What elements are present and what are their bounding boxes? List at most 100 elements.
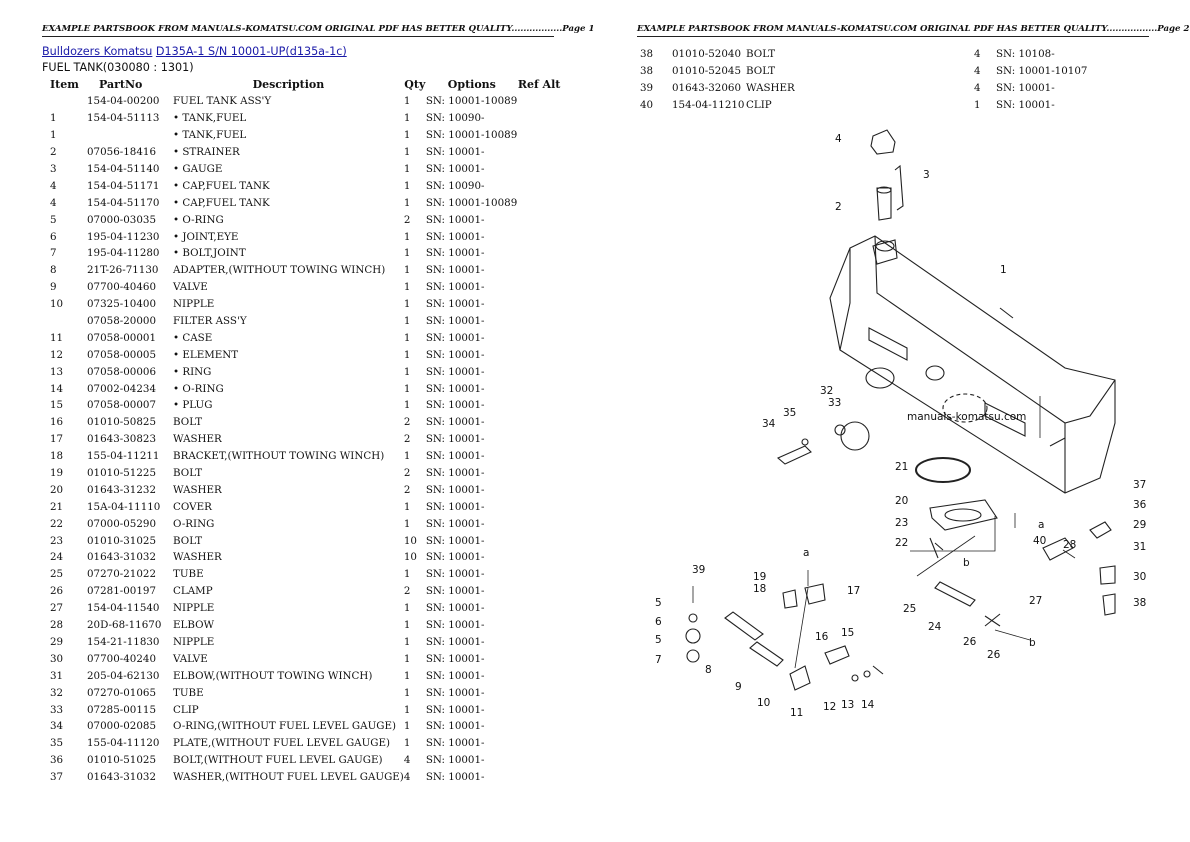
cell-options: SN: 10001-: [425, 467, 485, 480]
callout-label-29: 29: [1133, 519, 1146, 531]
cell-description: O-RING,(WITHOUT FUEL LEVEL GAUGE): [173, 720, 397, 733]
cell-partno: 154-04-00200: [87, 95, 160, 108]
page-1: EXAMPLE PARTSBOOK FROM MANUALS-KOMATSU.C…: [42, 24, 594, 784]
cell-options: SN: 10001-: [425, 247, 485, 260]
callout-label-19: 19: [753, 571, 766, 583]
cell-qty: 4: [403, 771, 411, 784]
cell-options: SN: 10090-: [425, 179, 485, 192]
cell-options: SN: 10090-: [425, 112, 485, 125]
cell-partno: 07058-00007: [87, 399, 156, 412]
cell-item: 2: [50, 146, 57, 159]
diagram-watermark: manuals-komatsu.com: [907, 411, 1026, 423]
cell-qty: 1: [403, 635, 411, 648]
callout-label-33: 33: [828, 397, 841, 409]
col-header-qty: Qty: [404, 78, 426, 91]
callout-label-11: 11: [790, 707, 803, 719]
cell-description: • STRAINER: [173, 146, 240, 159]
callout-label-12: 12: [823, 701, 836, 713]
cell-description: • JOINT,EYE: [173, 230, 239, 243]
cell-description: BOLT,(WITHOUT FUEL LEVEL GAUGE): [173, 754, 383, 767]
callout-label-b: b: [1029, 637, 1036, 649]
callout-label-4: 4: [835, 133, 842, 145]
cell-options: SN: 10001-: [425, 703, 485, 716]
cell-description: ELBOW: [173, 619, 215, 632]
cell-partno: 01010-31025: [87, 534, 156, 547]
cell-item: 3: [50, 163, 57, 175]
cell-qty: 1: [403, 129, 411, 142]
header-divider: [637, 36, 1149, 37]
cell-qty: 1: [403, 619, 411, 632]
cell-item: 30: [50, 652, 64, 665]
cell-item: 13: [50, 365, 64, 378]
cell-item: [42, 93, 87, 110]
cell-description: FILTER ASS'Y: [173, 315, 247, 328]
callout-label-2: 2: [835, 201, 842, 213]
cell-qty: 2: [403, 433, 411, 446]
cell-partno: [87, 127, 173, 144]
cell-description: BOLT: [746, 65, 776, 78]
callout-label-18: 18: [753, 583, 766, 595]
cell-qty: 4: [974, 82, 981, 95]
filler-cap-group: [870, 129, 904, 221]
cell-qty: 1: [403, 568, 411, 581]
cell-partno: 07700-40240: [87, 652, 156, 665]
cell-qty: 2: [403, 483, 411, 496]
callout-label-7: 7: [655, 654, 662, 666]
breadcrumb-link-model[interactable]: D135A-1 S/N 10001-UP(d135a-1c): [155, 45, 347, 58]
cell-qty: 1: [403, 315, 411, 328]
cell-item: 14: [50, 382, 64, 395]
cell-item: 16: [50, 416, 64, 429]
cell-options: SN: 10001-10107: [996, 65, 1088, 78]
cell-description: • CAP,FUEL TANK: [173, 179, 270, 192]
cell-qty: 10: [403, 534, 417, 547]
cell-options: SN: 10001-: [425, 551, 485, 564]
callout-label-28: 28: [1063, 539, 1076, 551]
breadcrumb-link-bulldozers[interactable]: Bulldozers Komatsu: [42, 45, 153, 58]
cell-description: BRACKET,(WITHOUT TOWING WINCH): [173, 450, 385, 463]
cell-options: SN: 10001-: [425, 754, 485, 767]
cell-item: 36: [50, 754, 64, 767]
cell-item: 40: [640, 99, 654, 112]
cell-item: 24: [50, 551, 64, 564]
cell-qty: 2: [403, 416, 411, 429]
cell-description: VALVE: [173, 652, 208, 665]
cell-qty: 1: [403, 720, 411, 733]
cell-description: WASHER: [173, 433, 222, 446]
cell-item: 35: [50, 737, 64, 750]
cell-item: 17: [50, 433, 64, 446]
cell-partno: 01010-51225: [87, 467, 156, 480]
cell-description: BOLT: [173, 416, 203, 429]
cell-partno: 01643-30823: [87, 433, 156, 446]
cell-description: WASHER,(WITHOUT FUEL LEVEL GAUGE): [173, 771, 404, 784]
cell-description: NIPPLE: [173, 602, 215, 615]
callout-label-26: 26: [987, 649, 1001, 661]
header-divider: [42, 36, 554, 37]
callout-label-c: c: [645, 118, 651, 121]
cell-options: SN: 10001-: [425, 163, 485, 175]
cell-partno: 154-04-51140: [87, 163, 160, 175]
callout-label-20: 20: [895, 495, 908, 507]
cell-options: SN: 10001-10089: [425, 196, 518, 209]
cell-description: • BOLT,JOINT: [173, 247, 246, 260]
cell-description: • CAP,FUEL TANK: [173, 196, 270, 209]
callout-label-25: 25: [903, 603, 916, 615]
cell-qty: 1: [403, 365, 411, 378]
cell-options: SN: 10001-: [996, 99, 1055, 112]
cell-qty: 1: [403, 669, 411, 682]
